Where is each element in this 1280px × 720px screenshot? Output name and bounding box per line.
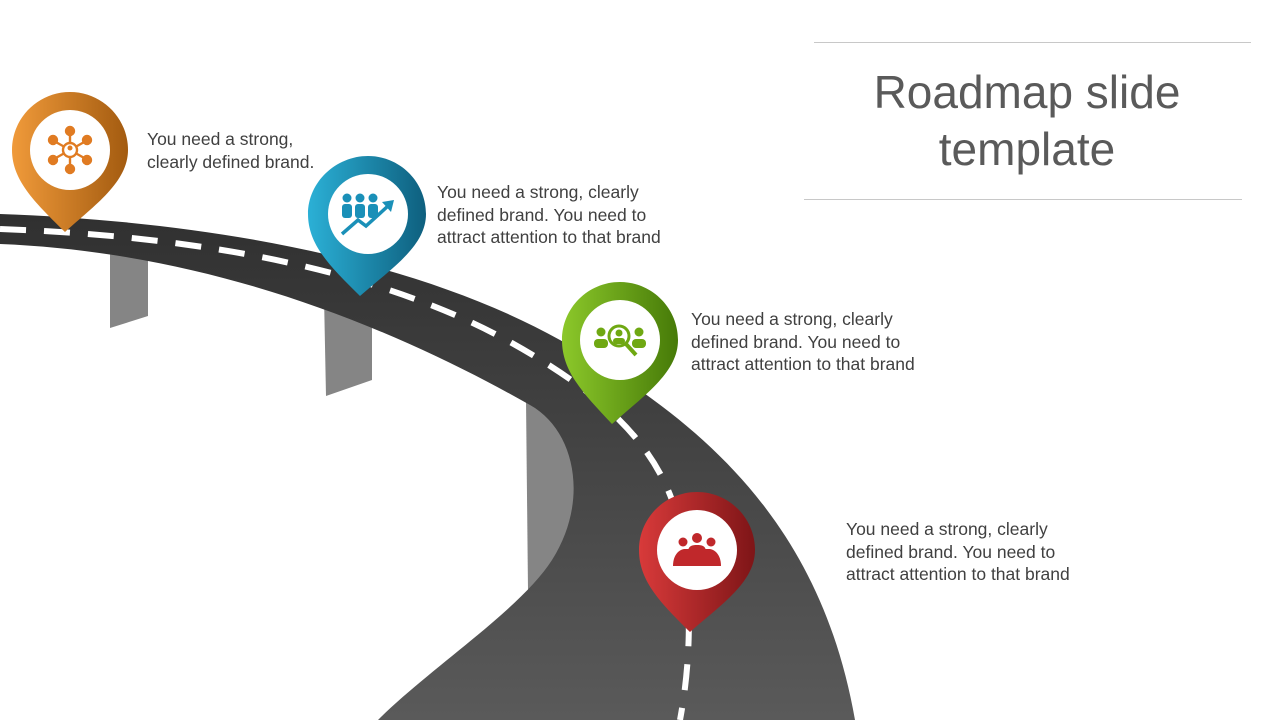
milestone-text-line: defined brand. You need to xyxy=(691,331,901,352)
milestone-marker-4 xyxy=(639,492,755,632)
milestone-text-line: You need a strong, clearly xyxy=(846,519,1048,539)
milestone-text-line: attract attention to that brand xyxy=(691,354,915,374)
people-search-icon xyxy=(594,324,646,357)
page-title: Roadmap slide template xyxy=(812,64,1242,178)
milestone-text-line: You need a strong, clearly xyxy=(437,182,639,202)
milestone-text-2: You need a strong, clearly defined brand… xyxy=(437,181,661,249)
title-rule-top xyxy=(814,42,1251,43)
team-growth-icon xyxy=(340,193,394,236)
milestone-marker-1 xyxy=(12,92,128,232)
title-line-2: template xyxy=(938,123,1116,175)
milestone-text-line: You need a strong, xyxy=(147,129,294,149)
milestone-text-line: attract attention to that brand xyxy=(437,227,661,247)
milestone-text-line: defined brand. You need to xyxy=(437,204,647,225)
milestone-text-line: You need a strong, clearly xyxy=(691,309,893,329)
title-rule-bottom xyxy=(804,199,1242,200)
milestone-marker-2 xyxy=(308,156,426,296)
group-meeting-icon xyxy=(673,533,721,566)
milestone-text-line: clearly defined brand. xyxy=(147,151,315,172)
network-people-icon xyxy=(47,125,93,175)
milestone-text-1: You need a strong, clearly defined brand… xyxy=(147,128,314,173)
title-line-1: Roadmap slide xyxy=(873,66,1181,118)
milestone-text-4: You need a strong, clearly defined brand… xyxy=(846,518,1070,586)
milestone-text-line: attract attention to that brand xyxy=(846,564,1070,584)
road xyxy=(0,214,855,720)
milestone-text-3: You need a strong, clearly defined brand… xyxy=(691,308,915,376)
milestone-marker-3 xyxy=(562,282,678,424)
milestone-text-line: defined brand. You need to xyxy=(846,541,1056,562)
bridge-pillar xyxy=(110,252,148,328)
